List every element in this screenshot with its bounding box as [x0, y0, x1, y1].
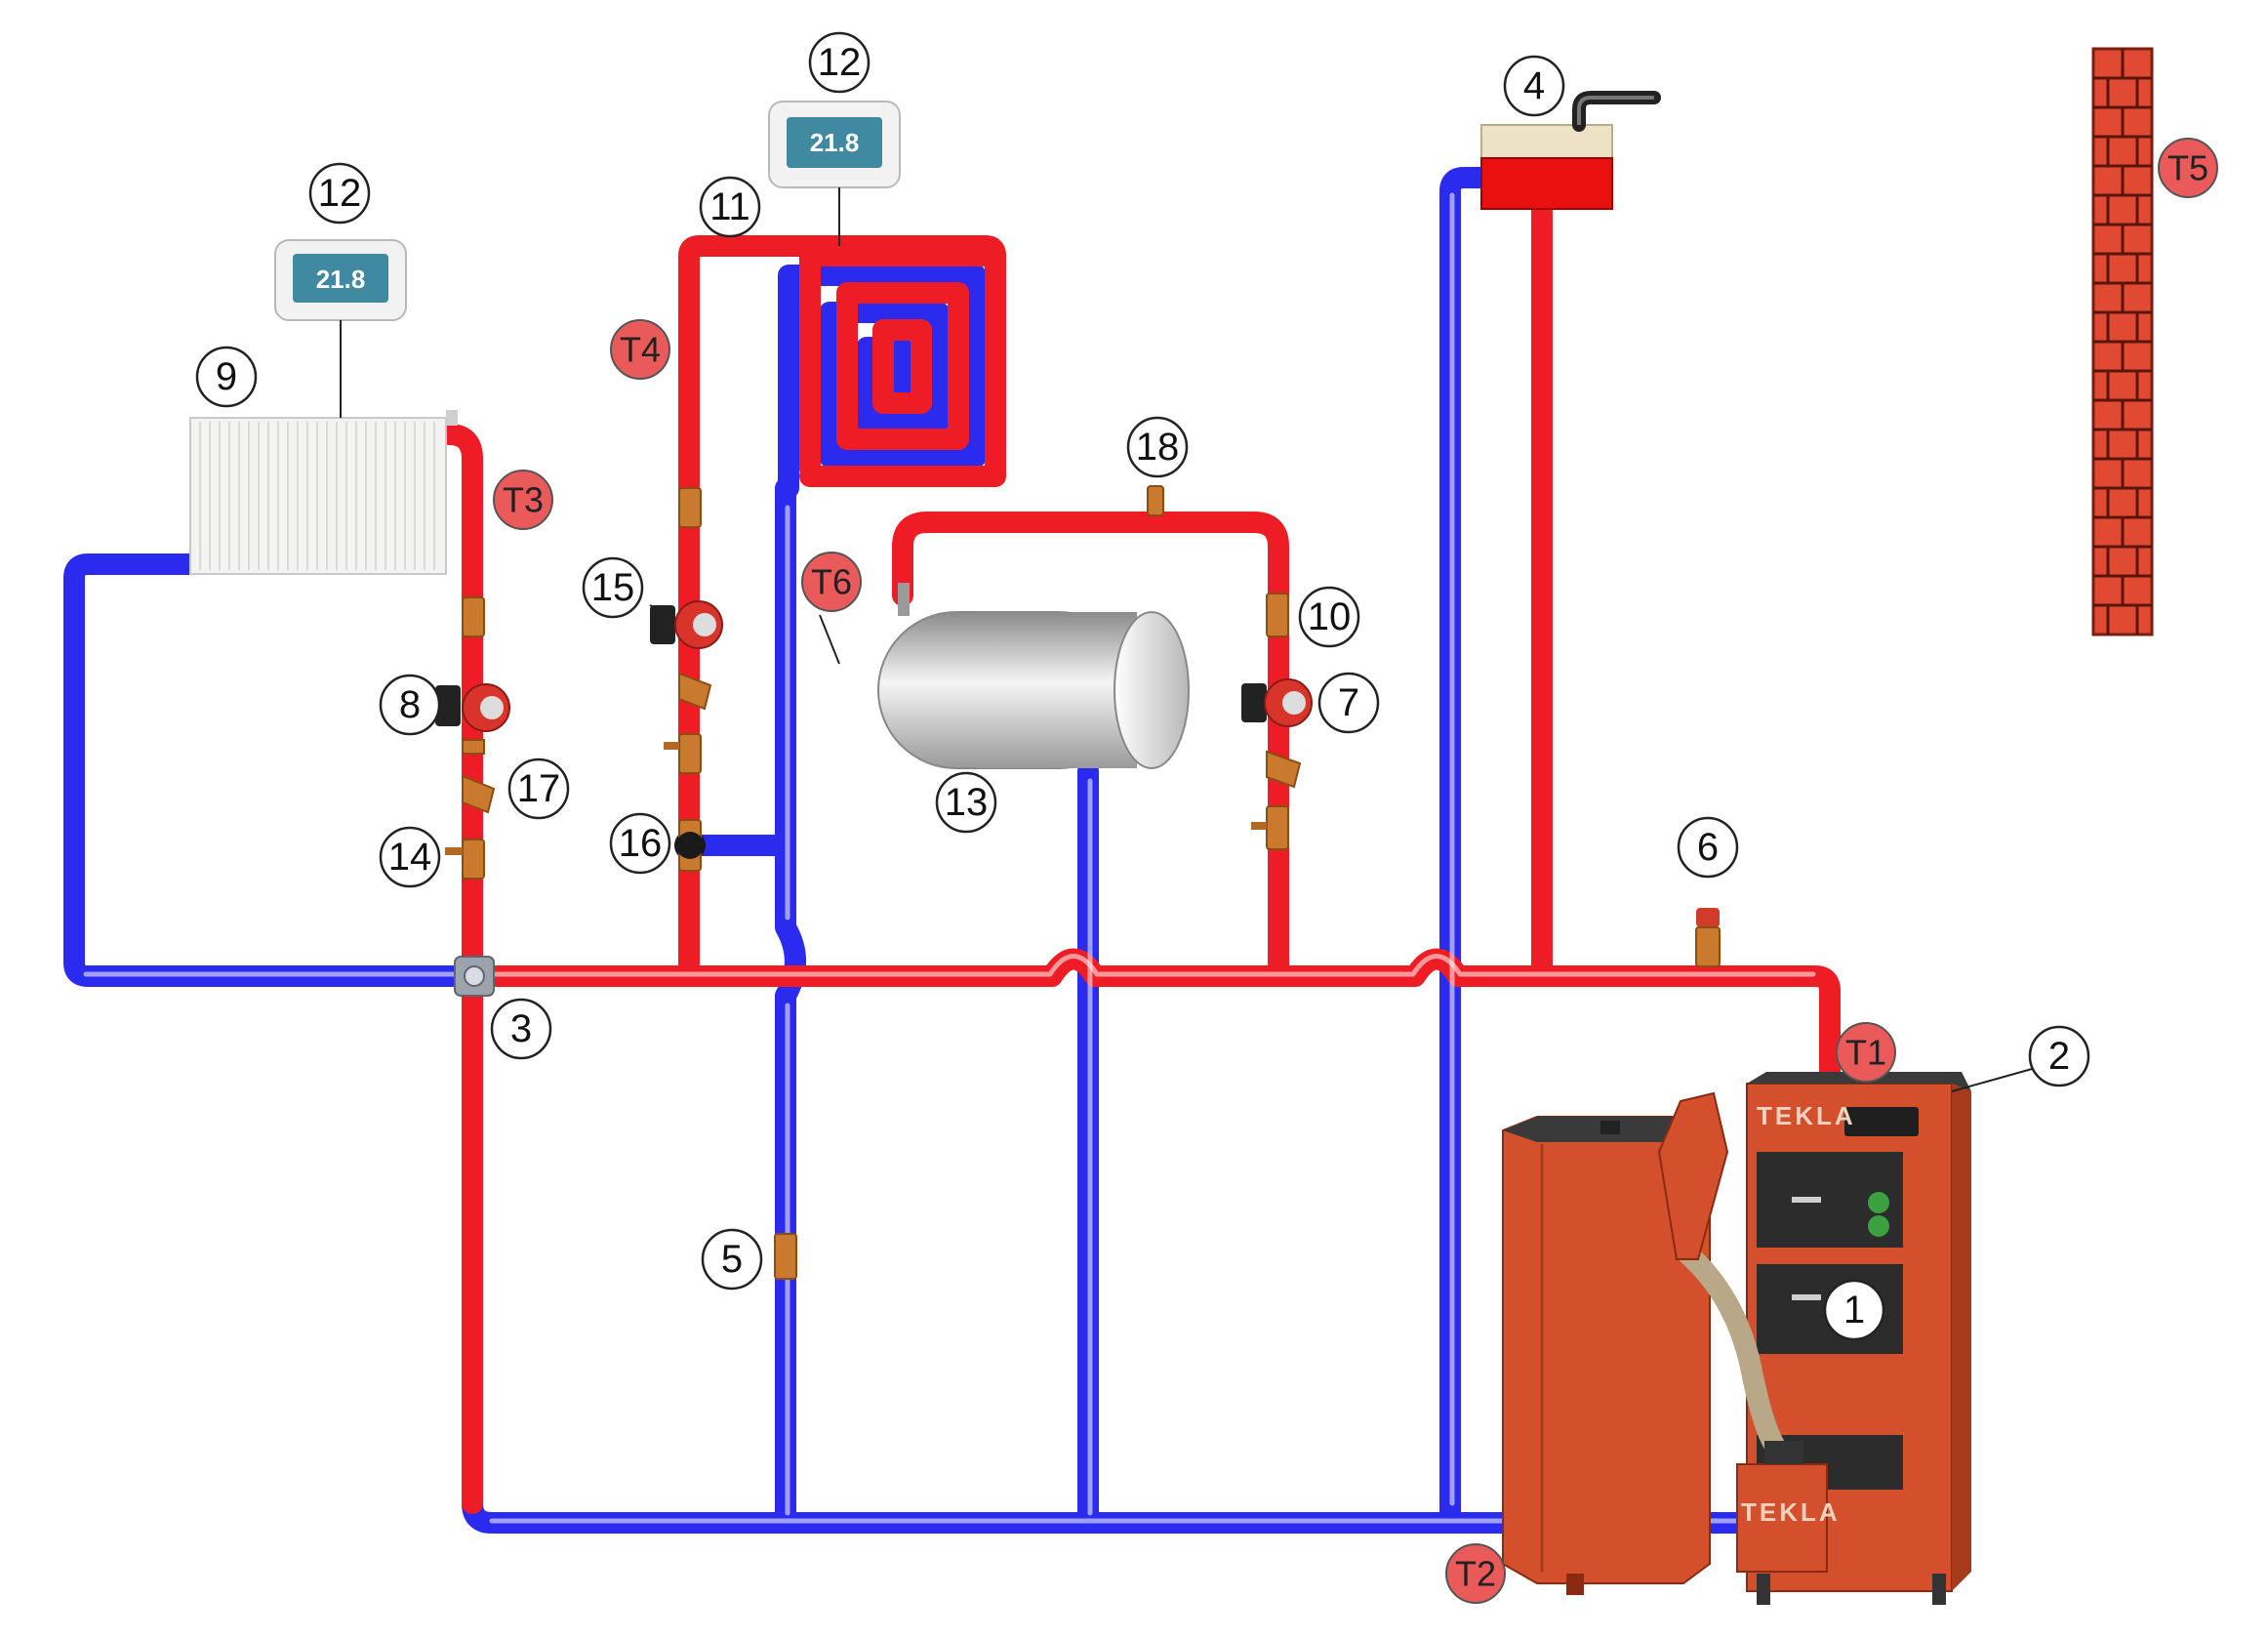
tank-supply-pipe	[892, 512, 1289, 987]
svg-text:11: 11	[709, 185, 750, 228]
svg-text:2: 2	[2048, 1035, 2070, 1078]
thermostat-middle-value: 21.8	[810, 128, 860, 157]
svg-text:5: 5	[721, 1238, 743, 1281]
pipe-highlights	[83, 192, 1816, 1524]
svg-text:13: 13	[945, 781, 989, 824]
label-8: 8	[379, 674, 441, 736]
label-17: 17	[507, 758, 570, 820]
floor-return-pipe	[775, 477, 806, 1534]
svg-text:8: 8	[399, 683, 421, 726]
sensor-badges: T1 T2 T3 T4 T5 T6	[493, 138, 2218, 1604]
label-6: 6	[1677, 816, 1739, 879]
label-10: 10	[1298, 586, 1360, 648]
label-7: 7	[1317, 672, 1380, 734]
label-16: 16	[609, 812, 671, 875]
control-panel	[1844, 1107, 1919, 1136]
label-1: 1	[1843, 1289, 1865, 1332]
filter-17	[462, 774, 496, 814]
svg-text:6: 6	[1697, 826, 1719, 869]
label-13: 13	[935, 771, 997, 834]
svg-text:18: 18	[1136, 426, 1180, 469]
svg-text:7: 7	[1338, 681, 1359, 724]
pellet-boiler: TEKLA 1 TEKLA	[1502, 1063, 2050, 1605]
label-11: 11	[699, 176, 761, 238]
radiator-supply-pipe	[438, 424, 483, 987]
sensor-t1: T1	[1836, 1022, 1896, 1083]
svg-text:T3: T3	[503, 480, 544, 520]
svg-text:14: 14	[388, 836, 432, 879]
room-thermostat-middle: 21.8	[768, 101, 901, 246]
sensor-t6: T6	[801, 552, 862, 612]
svg-text:3: 3	[510, 1007, 532, 1050]
boiler-brand: TEKLA	[1757, 1101, 1856, 1130]
radiator	[189, 410, 458, 575]
label-9: 9	[195, 346, 258, 408]
air-vent-18	[1147, 485, 1164, 516]
label-12-middle: 12	[808, 31, 871, 94]
label-4: 4	[1503, 55, 1565, 117]
number-labels: 2 3 4 5 6 7 8 9 10 11 12 12 13 14 15 16 …	[195, 31, 2090, 1291]
svg-text:T4: T4	[620, 330, 661, 370]
radiator-return-pipe	[63, 553, 474, 987]
svg-text:10: 10	[1308, 595, 1352, 638]
label-5: 5	[701, 1228, 763, 1291]
svg-text:4: 4	[1523, 64, 1545, 107]
label-15: 15	[582, 556, 644, 619]
svg-text:12: 12	[818, 41, 862, 84]
brick-wall	[2091, 47, 2154, 636]
svg-text:17: 17	[517, 767, 561, 810]
svg-text:T1: T1	[1845, 1033, 1886, 1073]
expansion-return-pipe	[1439, 167, 1510, 1534]
svg-text:16: 16	[619, 822, 663, 865]
svg-text:12: 12	[318, 172, 362, 215]
svg-text:T6: T6	[811, 562, 852, 602]
hot-water-tank	[877, 583, 1190, 769]
room-thermostat-left: 21.8	[274, 239, 407, 418]
fittings	[435, 485, 1721, 1280]
pump-8-motor	[435, 685, 461, 726]
burner-unit	[1736, 1463, 1828, 1573]
svg-text:15: 15	[591, 566, 635, 609]
sensor-t2: T2	[1445, 1543, 1506, 1604]
check-valve-10	[1266, 593, 1289, 637]
floor-heating-coil	[778, 245, 1006, 499]
burner-brand: TEKLA	[1741, 1497, 1841, 1527]
label-12-left: 12	[308, 162, 371, 225]
label-3: 3	[490, 998, 552, 1060]
sensor-t4: T4	[610, 319, 670, 380]
svg-text:9: 9	[216, 355, 237, 398]
svg-text:T2: T2	[1455, 1554, 1496, 1594]
fitting-5	[774, 1233, 797, 1280]
expansion-tank	[1480, 91, 1661, 210]
sensor-t5: T5	[2158, 138, 2218, 198]
svg-text:T5: T5	[2167, 148, 2208, 188]
label-2: 2	[2028, 1025, 2090, 1087]
thermostat-left-value: 21.8	[316, 265, 366, 294]
label-18: 18	[1126, 416, 1189, 478]
sensor-t3: T3	[493, 470, 553, 530]
main-supply-pipe	[458, 948, 1841, 1099]
floor-coil-blue	[778, 265, 987, 499]
safety-valve-6	[1696, 908, 1720, 927]
floor-coil-red	[799, 245, 1006, 487]
label-14: 14	[379, 826, 441, 888]
